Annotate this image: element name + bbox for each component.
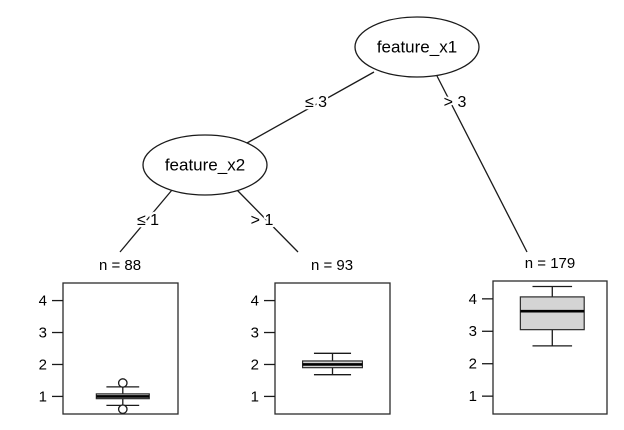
leaf-title-leaf1: n = 88 xyxy=(99,257,141,274)
tree-nodes-group: feature_x1 feature_x2 xyxy=(142,16,480,196)
tree-edges-group xyxy=(119,71,528,253)
edge-label-halo-2: > 3 xyxy=(444,94,467,111)
edge-label-group-2: > 3> 3 xyxy=(441,92,468,114)
node-label-feature_x1: feature_x1 xyxy=(377,37,457,56)
edge-label-halo-4: > 1 xyxy=(251,212,274,229)
leaf-tick-label-leaf1-2: 2 xyxy=(39,356,47,373)
leaf-tick-label-leaf1-4: 4 xyxy=(39,293,47,310)
leaf-tick-label-leaf3-2: 2 xyxy=(469,356,477,373)
tree-edge-labels-group: ≤ 3≤ 3 > 3> 3 ≤ 1≤ 1 > 1> 1 xyxy=(135,92,469,232)
leaf-tick-label-leaf3-1: 1 xyxy=(469,388,477,405)
leaf-tick-label-leaf1-3: 3 xyxy=(39,324,47,341)
leaf-panel-frame-leaf2 xyxy=(274,282,391,415)
edge-label-1: ≤ 3 xyxy=(305,94,327,111)
leaf-tick-label-leaf2-1: 1 xyxy=(251,388,259,405)
leaf-node-leaf1[interactable]: n = 88 1 2 3 4 xyxy=(39,257,179,415)
tree-leaves-group: n = 88 1 2 3 4 n = 93 1 2 3 4 n = 179 1 2 3 4 xyxy=(39,255,608,415)
leaf-outlier-leaf1-1 xyxy=(117,378,128,388)
leaf-tick-label-leaf1-1: 1 xyxy=(39,388,47,405)
leaf-node-leaf2[interactable]: n = 93 1 2 3 4 xyxy=(251,257,391,415)
node-label-feature_x2: feature_x2 xyxy=(165,155,245,174)
edge-label-halo-1: ≤ 3 xyxy=(305,94,327,111)
leaf-tick-label-leaf2-3: 3 xyxy=(251,324,259,341)
node-ellipse-feature_x1 xyxy=(354,16,480,78)
leaf-tick-label-leaf3-3: 3 xyxy=(469,323,477,340)
edge-label-3: ≤ 1 xyxy=(137,212,159,229)
edge-label-2: > 3 xyxy=(444,94,467,111)
tree-edge-4 xyxy=(236,189,299,253)
node-ellipse-feature_x2 xyxy=(142,134,268,196)
leaf-tick-label-leaf3-4: 4 xyxy=(469,291,477,308)
leaf-node-leaf3[interactable]: n = 179 1 2 3 4 xyxy=(469,255,608,415)
tree-node-feature_x2[interactable]: feature_x2 xyxy=(142,134,268,196)
leaf-panel-frame-leaf1 xyxy=(62,282,179,415)
edge-label-4: > 1 xyxy=(251,212,274,229)
edge-label-group-3: ≤ 1≤ 1 xyxy=(135,210,162,232)
tree-edge-1 xyxy=(246,71,375,144)
leaf-tick-label-leaf2-2: 2 xyxy=(251,356,259,373)
leaf-box-leaf3 xyxy=(519,296,585,331)
leaf-outlier-leaf1-2 xyxy=(117,404,128,415)
leaf-tick-label-leaf2-4: 4 xyxy=(251,293,259,310)
edge-label-halo-3: ≤ 1 xyxy=(137,212,159,229)
edge-label-group-4: > 1> 1 xyxy=(248,210,275,232)
tree-edge-3 xyxy=(119,189,173,253)
leaf-title-leaf3: n = 179 xyxy=(525,255,575,272)
tree-edge-2 xyxy=(436,75,528,253)
leaf-title-leaf2: n = 93 xyxy=(311,257,353,274)
tree-node-feature_x1[interactable]: feature_x1 xyxy=(354,16,480,78)
edge-label-group-1: ≤ 3≤ 3 xyxy=(303,92,330,114)
